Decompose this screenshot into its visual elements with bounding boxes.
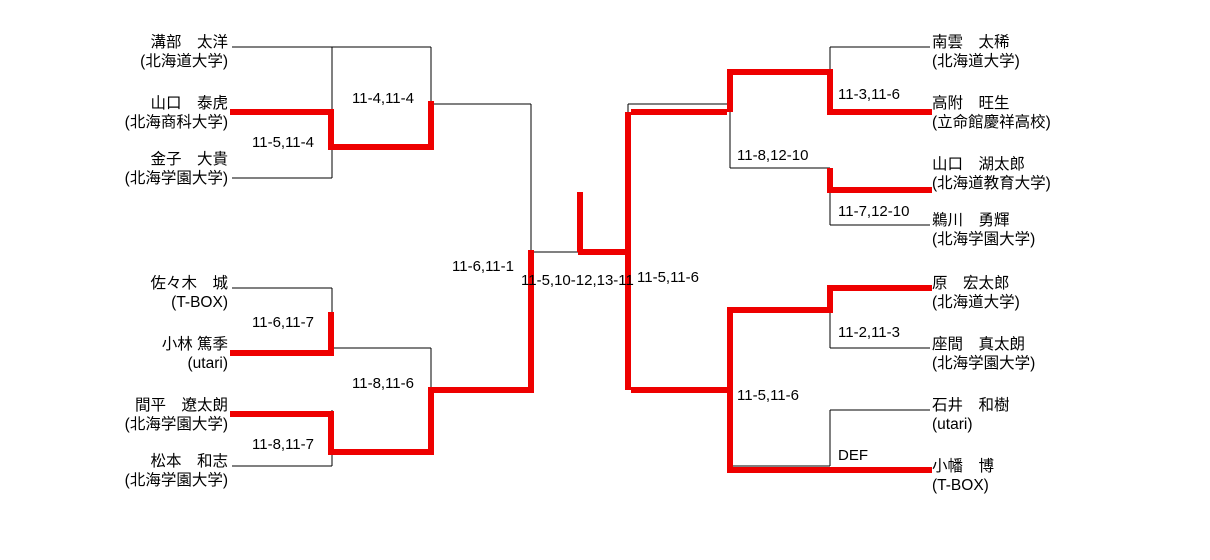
match-score-s-l-sf: 11-6,11-1 [452,258,514,275]
player-name: 南雲 太稀 [932,34,1010,51]
player-name: 鵜川 勇輝 [932,212,1010,229]
match-score-s-l-r2a: 11-4,11-4 [352,90,414,107]
match-score-s-r-sf-top: 11-5,11-6 [637,269,699,286]
match-score-s-r-r1b: 11-7,12-10 [838,203,910,220]
player-affiliation: (北海学園大学) [124,170,228,187]
player-affiliation: (立命館慶祥高校) [932,114,1051,131]
player-entry-l6: 間平 遼太朗 (北海学園大学) [0,396,228,434]
player-name: 高附 旺生 [932,95,1010,112]
player-affiliation: (T-BOX) [171,294,228,311]
player-affiliation: (北海学園大学) [932,355,1036,372]
player-affiliation: (utari) [932,416,973,433]
player-affiliation: (北海道大学) [140,53,228,70]
player-entry-l2: 山口 泰虎 (北海商科大学) [0,94,228,132]
player-entry-r7: 石井 和樹 (utari) [932,396,1010,434]
player-affiliation: (utari) [187,355,228,372]
match-score-s-l-r1c: 11-8,11-7 [252,436,314,453]
player-name: 小林 篤季 [161,336,228,353]
match-score-s-r-r2a: 11-8,12-10 [737,147,809,164]
match-score-s-final: 11-5,10-12,13-11 [521,272,634,289]
player-affiliation: (北海道大学) [932,53,1020,70]
player-name: 小幡 博 [932,458,995,475]
player-entry-r4: 鵜川 勇輝 (北海学園大学) [932,211,1035,249]
player-entry-l7: 松本 和志 (北海学園大学) [0,452,228,490]
match-score-s-r-r2b: 11-5,11-6 [737,387,799,404]
player-entry-r3: 山口 湖太郎 (北海道教育大学) [932,155,1051,193]
player-affiliation: (北海道教育大学) [932,175,1051,192]
player-affiliation: (北海学園大学) [932,231,1036,248]
player-name: 山口 湖太郎 [932,156,1026,173]
player-name: 溝部 太洋 [150,34,228,51]
player-name: 松本 和志 [150,453,228,470]
player-affiliation: (北海学園大学) [124,472,228,489]
player-entry-l4: 佐々木 城 (T-BOX) [0,274,228,312]
match-score-s-l-r1b: 11-6,11-7 [252,314,314,331]
player-name: 金子 大貴 [150,151,228,168]
player-affiliation: (北海道大学) [932,294,1020,311]
player-entry-r1: 南雲 太稀 (北海道大学) [932,33,1020,71]
match-score-s-l-r2b: 11-8,11-6 [352,375,414,392]
normal-path-group [232,46,930,467]
player-name: 佐々木 城 [150,275,228,292]
player-name: 原 宏太郎 [932,275,1010,292]
player-entry-r6: 座間 真太朗 (北海学園大学) [932,335,1035,373]
player-name: 座間 真太朗 [932,336,1026,353]
player-entry-r5: 原 宏太郎 (北海道大学) [932,274,1020,312]
match-score-s-r-r1d: DEF [838,447,868,464]
player-name: 石井 和樹 [932,397,1010,414]
match-score-s-r-r1a: 11-3,11-6 [838,86,900,103]
match-score-s-r-r1c: 11-2,11-3 [838,324,900,341]
player-affiliation: (T-BOX) [932,477,989,494]
winner-path-group [230,69,932,473]
player-entry-l3: 金子 大貴 (北海学園大学) [0,150,228,188]
player-affiliation: (北海商科大学) [124,114,228,131]
player-name: 山口 泰虎 [150,95,228,112]
match-score-s-l-r1a: 11-5,11-4 [252,134,314,151]
player-entry-r8: 小幡 博 (T-BOX) [932,457,994,495]
player-name: 間平 遼太朗 [134,397,228,414]
player-entry-l5: 小林 篤季 (utari) [0,335,228,373]
player-affiliation: (北海学園大学) [124,416,228,433]
player-entry-r2: 高附 旺生 (立命館慶祥高校) [932,94,1051,132]
player-entry-l1: 溝部 太洋 (北海道大学) [0,33,228,71]
